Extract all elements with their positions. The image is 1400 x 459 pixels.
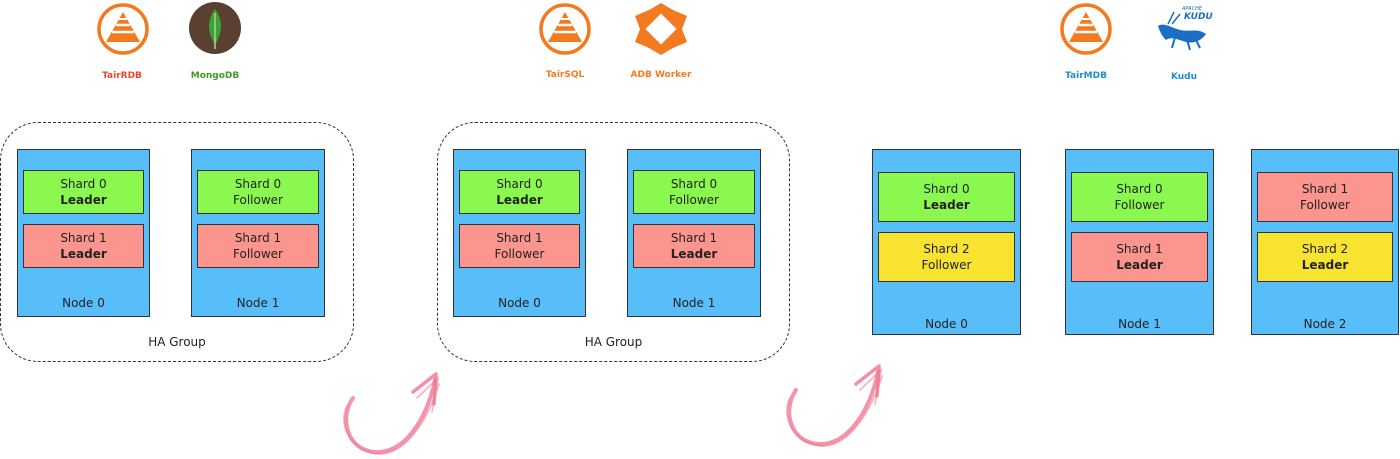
node-label: Node 1 (236, 296, 280, 310)
shard-role: Follower (1114, 198, 1165, 212)
shard-box: Shard 0 Follower (633, 170, 755, 214)
tairsql-label: TairSQL (545, 70, 585, 80)
shard-box: Shard 2 Leader (1257, 232, 1393, 282)
shard-name: Shard 1 (670, 231, 718, 245)
node-box: Shard 0 Leader Shard 2 Follower Node 0 (872, 149, 1021, 335)
shard-box: Shard 1 Follower (197, 224, 319, 268)
curved-arrow-icon (786, 364, 883, 447)
shard-role: Leader (1301, 258, 1349, 272)
shard-role: Follower (669, 193, 719, 207)
node-box: Shard 0 Leader Shard 1 Leader Node 0 (17, 149, 150, 317)
shard-name: Shard 0 (60, 177, 107, 191)
node-box: Shard 0 Follower Shard 1 Leader Node 1 (1065, 149, 1214, 335)
node-box: Shard 0 Follower Shard 1 Follower Node 1 (191, 149, 325, 317)
shard-box: Shard 1 Follower (459, 224, 580, 268)
shard-name: Shard 0 (234, 177, 282, 191)
node-box: Shard 0 Leader Shard 1 Follower Node 0 (453, 149, 586, 317)
shard-name: Shard 1 (496, 231, 543, 245)
shard-box: Shard 1 Follower (1257, 172, 1393, 222)
adb-worker-label: ADB Worker (630, 70, 692, 80)
shard-name: Shard 0 (923, 182, 970, 196)
node-label: Node 0 (62, 296, 105, 310)
shard-name: Shard 0 (1116, 182, 1163, 196)
shard-role: Leader (60, 247, 107, 261)
shard-name: Shard 2 (1301, 242, 1349, 256)
shard-name: Shard 0 (496, 177, 543, 191)
shard-role: Leader (670, 247, 718, 261)
shard-role: Leader (60, 193, 107, 207)
node-label: Node 1 (1118, 317, 1161, 331)
tair-icon (1060, 3, 1112, 55)
ha-group-label: HA Group (584, 335, 643, 349)
shard-role: Follower (494, 247, 545, 261)
adb-icon (635, 3, 687, 55)
shard-box: Shard 1 Leader (1071, 232, 1208, 282)
curved-arrow-icon (343, 372, 440, 455)
shard-name: Shard 1 (1301, 182, 1349, 196)
mongodb-icon (189, 2, 241, 54)
node-label: Node 2 (1303, 317, 1347, 331)
shard-box: Shard 1 Leader (633, 224, 755, 268)
shard-role: Leader (923, 198, 970, 212)
node-label: Node 0 (498, 296, 541, 310)
shard-box: Shard 0 Leader (459, 170, 580, 214)
shard-box: Shard 0 Follower (197, 170, 319, 214)
tair-icon (539, 3, 591, 55)
tairmdb-label: TairMDB (1065, 71, 1107, 81)
shard-name: Shard 1 (234, 231, 282, 245)
shard-role: Follower (1300, 198, 1350, 212)
shard-box: Shard 1 Leader (23, 224, 144, 268)
shard-name: Shard 1 (60, 231, 107, 245)
shard-box: Shard 0 Follower (1071, 172, 1208, 222)
kudu-label: Kudu (1170, 72, 1198, 82)
shard-role: Follower (921, 258, 972, 272)
shard-role: Follower (233, 247, 283, 261)
tairrdb-label: TairRDB (102, 71, 142, 81)
node-box: Shard 0 Follower Shard 1 Leader Node 1 (627, 149, 761, 317)
shard-name: Shard 1 (1116, 242, 1163, 256)
shard-role: Leader (496, 193, 543, 207)
shard-name: Shard 2 (923, 242, 970, 256)
ha-group-1: HA Group (0, 122, 354, 362)
ha-group-label: HA Group (148, 335, 206, 349)
ha-group-2: HA Group (437, 122, 790, 362)
shard-box: Shard 2 Follower (878, 232, 1015, 282)
shard-box: Shard 0 Leader (878, 172, 1015, 222)
mongodb-label: MongoDB (190, 71, 240, 81)
shard-name: Shard 0 (670, 177, 718, 191)
kudu-logo-text: KUDU (1184, 12, 1213, 22)
tair-icon (97, 3, 149, 55)
node-box: Shard 1 Follower Shard 2 Leader Node 2 (1251, 149, 1399, 335)
node-label: Node 0 (925, 317, 968, 331)
kudu-apache-text: APACHE (1182, 6, 1203, 12)
shard-role: Leader (1116, 258, 1163, 272)
shard-box: Shard 0 Leader (23, 170, 144, 214)
kudu-icon (1158, 11, 1206, 51)
shard-role: Follower (233, 193, 283, 207)
node-label: Node 1 (672, 296, 716, 310)
